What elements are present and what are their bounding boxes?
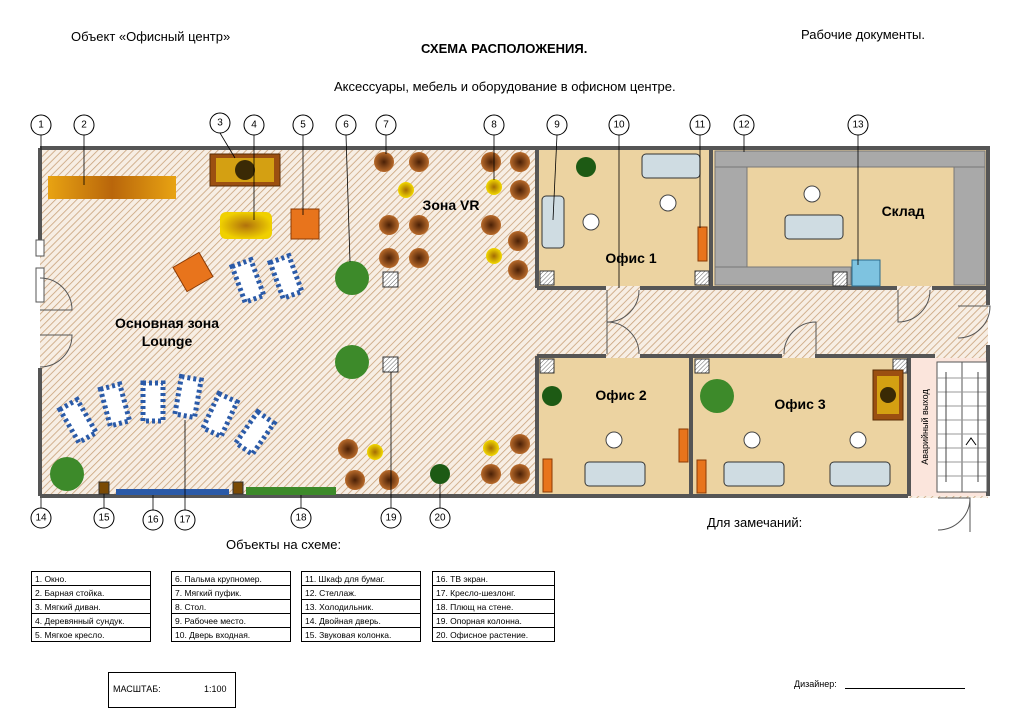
callout-7: 7 (383, 120, 389, 131)
workplaces (541, 153, 891, 487)
designer-label: Дизайнер: (794, 679, 837, 689)
callout-17: 17 (179, 515, 191, 526)
legend-item: 3. Мягкий диван. (31, 599, 151, 614)
staircase (936, 361, 988, 493)
callout-12: 12 (738, 120, 750, 131)
docs-label: Рабочие документы. (801, 27, 925, 42)
legend-item: 14. Двойная дверь. (301, 613, 421, 628)
callout-6: 6 (343, 120, 349, 131)
office1-label: Офис 1 (605, 250, 656, 266)
callout-15: 15 (98, 513, 110, 524)
callout-11: 11 (695, 120, 706, 131)
legend-item: 9. Рабочее место. (171, 613, 291, 628)
storage-floor (713, 150, 987, 286)
office-chairs (582, 185, 867, 449)
legend-item: 1. Окно. (31, 571, 151, 586)
notes-label: Для замечаний: (707, 515, 803, 530)
soft-armchair (172, 251, 214, 293)
page-title: СХЕМА РАСПОЛОЖЕНИЯ. (421, 41, 588, 56)
emergency-exit-label: Аварийный выход (920, 389, 930, 465)
shelving-bottom (714, 266, 852, 286)
scale-label: МАСШТАБ: (113, 684, 161, 694)
shelving (714, 150, 986, 168)
callout-20: 20 (434, 513, 446, 524)
window (35, 267, 45, 303)
storage-label: Склад (882, 203, 925, 219)
legend-item: 6. Пальма крупномер. (171, 571, 291, 586)
doors (39, 277, 991, 532)
refrigerator (851, 259, 881, 287)
legend-title: Объекты на схеме: (226, 537, 342, 552)
bar-counter (48, 176, 176, 199)
legend-item: 13. Холодильник. (301, 599, 421, 614)
callout-leaders (40, 132, 859, 511)
callout-13: 13 (852, 120, 864, 131)
callout-10: 10 (613, 120, 625, 131)
chaise-longues (56, 252, 306, 458)
callout-4: 4 (251, 120, 257, 131)
legend-item: 5. Мягкое кресло. (31, 627, 151, 642)
wall-ivy (246, 487, 336, 495)
tv-screen (116, 489, 229, 495)
callout-19: 19 (385, 513, 397, 524)
legend-item: 7. Мягкий пуфик. (171, 585, 291, 600)
speaker (232, 481, 244, 495)
callout-16: 16 (147, 515, 159, 526)
page-subtitle: Аксессуары, мебель и оборудование в офис… (334, 79, 676, 94)
callout-18: 18 (295, 513, 307, 524)
soft-sofa (209, 153, 281, 187)
soft-armchair (290, 208, 320, 240)
callout-1: 1 (38, 120, 44, 131)
vr-label: Зона VR (423, 197, 480, 213)
legend-item: 16. ТВ экран. (432, 571, 555, 586)
small-tables (367, 179, 502, 460)
legend-item: 8. Стол. (171, 599, 291, 614)
callout-5: 5 (300, 120, 306, 131)
legend-column-4: 16. ТВ экран. 17. Кресло-шезлонг. 18. Пл… (432, 571, 555, 642)
legend-column-3: 11. Шкаф для бумаг. 12. Стеллаж. 13. Хол… (301, 571, 421, 642)
legend-item: 19. Опорная колонна. (432, 613, 555, 628)
callout-9: 9 (554, 120, 560, 131)
paper-cabinets (542, 226, 708, 494)
office-plants (430, 157, 596, 484)
legend-item: 15. Звуковая колонка. (301, 627, 421, 642)
office2-label: Офис 2 (595, 387, 646, 403)
scale-box: МАСШТАБ: 1:100 (108, 672, 236, 708)
legend-item: 2. Барная стойка. (31, 585, 151, 600)
office3-sofa (872, 369, 904, 421)
legend-item: 10. Дверь входная. (171, 627, 291, 642)
window (35, 239, 45, 257)
palm-trees (50, 261, 734, 491)
legend-item: 11. Шкаф для бумаг. (301, 571, 421, 586)
legend-item: 20. Офисное растение. (432, 627, 555, 642)
legend-item: 17. Кресло-шезлонг. (432, 585, 555, 600)
callout-2: 2 (81, 120, 87, 131)
legend-column-1: 1. Окно. 2. Барная стойка. 3. Мягкий див… (31, 571, 151, 642)
shelving-left (714, 166, 748, 268)
legend-item: 4. Деревянный сундук. (31, 613, 151, 628)
callout-8: 8 (491, 120, 497, 131)
legend-item: 18. Плющ на стене. (432, 599, 555, 614)
callout-3: 3 (217, 118, 223, 129)
lounge-label-2: Lounge (142, 333, 193, 349)
lounge-label-1: Основная зона (115, 315, 219, 331)
speaker (98, 481, 110, 495)
legend-column-2: 6. Пальма крупномер. 7. Мягкий пуфик. 8.… (171, 571, 291, 642)
legend-item: 12. Стеллаж. (301, 585, 421, 600)
office3-label: Офис 3 (774, 396, 825, 412)
object-name: Объект «Офисный центр» (71, 29, 231, 44)
callout-14: 14 (35, 513, 47, 524)
shelving-right (953, 166, 986, 286)
scale-value: 1:100 (204, 684, 227, 694)
callout-markers: 1 2 3 4 5 6 7 8 9 10 11 12 13 14 15 16 1… (30, 112, 869, 531)
floor-plan: Аварийный выход (30, 112, 991, 532)
wooden-chest (220, 212, 272, 239)
soft-poufs (338, 152, 530, 490)
designer-signature-line (845, 688, 965, 689)
